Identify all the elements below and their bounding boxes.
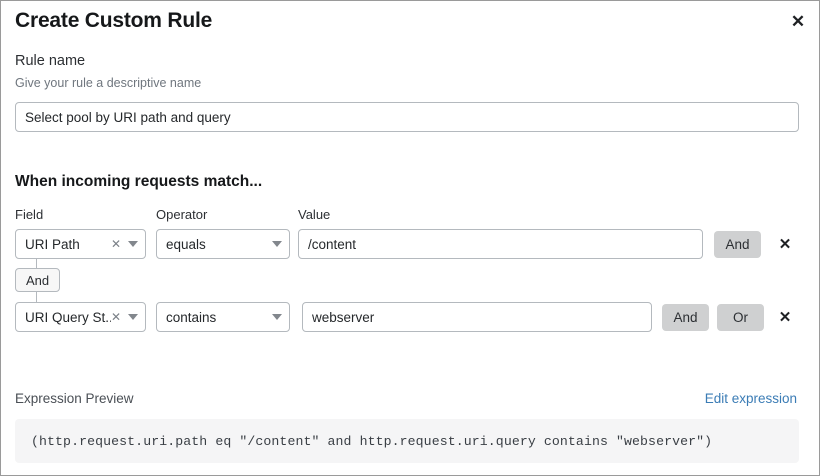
operator-select-row-1[interactable]: equals xyxy=(156,229,290,259)
connector-line-top xyxy=(36,259,37,269)
connector-and-chip[interactable]: And xyxy=(15,268,61,292)
column-header-value: Value xyxy=(298,207,331,222)
field-select-row-2[interactable]: URI Query St... ✕ xyxy=(15,302,146,332)
column-header-field: Field xyxy=(15,207,44,222)
rule-name-label: Rule name xyxy=(15,53,86,69)
close-icon[interactable]: ✕ xyxy=(790,11,806,31)
expression-preview-text: (http.request.uri.path eq "/content" and… xyxy=(31,433,713,449)
or-button-row-2[interactable]: Or xyxy=(717,304,764,331)
operator-select-value-row-2: contains xyxy=(166,309,217,325)
match-section-heading: When incoming requests match... xyxy=(15,173,263,190)
field-select-value-row-2: URI Query St... xyxy=(25,309,111,325)
clear-icon-field-row-2[interactable]: ✕ xyxy=(110,310,121,324)
edit-expression-link[interactable]: Edit expression xyxy=(704,391,797,406)
chevron-down-icon-operator-row-2 xyxy=(272,314,282,320)
expression-preview-box: (http.request.uri.path eq "/content" and… xyxy=(15,419,799,463)
chevron-down-icon-field-row-2 xyxy=(128,314,138,320)
field-select-value-row-1: URI Path xyxy=(25,236,80,252)
field-select-row-1[interactable]: URI Path ✕ xyxy=(15,229,146,259)
clear-icon-field-row-1[interactable]: ✕ xyxy=(110,237,121,251)
rule-name-input[interactable] xyxy=(15,102,799,132)
and-button-row-1[interactable]: And xyxy=(714,231,761,258)
and-button-row-2[interactable]: And xyxy=(662,304,709,331)
chevron-down-icon-operator-row-1 xyxy=(272,241,282,247)
dialog-title: Create Custom Rule xyxy=(15,9,213,32)
value-input-row-1[interactable] xyxy=(298,229,703,259)
expression-preview-label: Expression Preview xyxy=(15,391,134,406)
delete-icon-row-1[interactable]: ✕ xyxy=(778,235,792,253)
connector-line-bottom xyxy=(36,292,37,302)
rule-name-help-text: Give your rule a descriptive name xyxy=(15,76,202,90)
value-input-row-2[interactable] xyxy=(302,302,652,332)
operator-select-row-2[interactable]: contains xyxy=(156,302,290,332)
column-header-operator: Operator xyxy=(156,207,208,222)
chevron-down-icon-field-row-1 xyxy=(128,241,138,247)
delete-icon-row-2[interactable]: ✕ xyxy=(778,308,792,326)
operator-select-value-row-1: equals xyxy=(166,236,206,252)
